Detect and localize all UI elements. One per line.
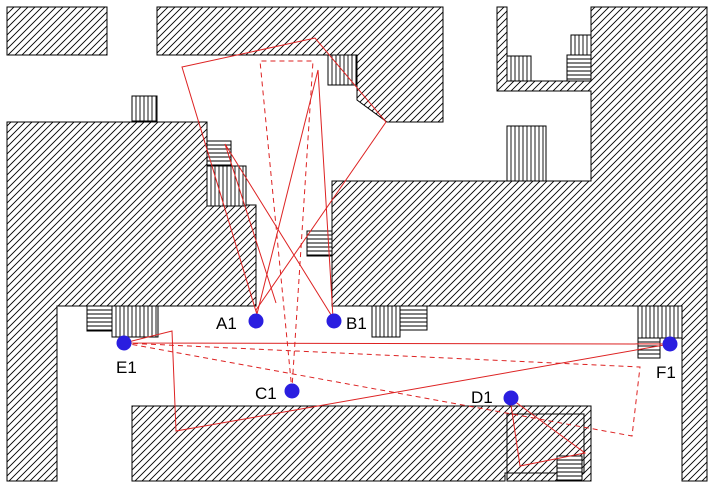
node-d1[interactable]: D1: [471, 388, 519, 407]
solid-route: [255, 69, 334, 319]
wall-block: [6, 6, 108, 56]
node-e1[interactable]: E1: [116, 335, 137, 378]
solid-route: [181, 37, 387, 319]
stairs-horizontal: [86, 54, 661, 482]
paths: [123, 37, 671, 467]
solid-route: [509, 396, 587, 467]
node-label: A1: [216, 314, 237, 333]
wall-block: [156, 6, 444, 123]
node-label: D1: [471, 388, 493, 407]
dashed-route: [259, 60, 314, 392]
solid-route: [123, 330, 671, 432]
node-f1[interactable]: F1: [656, 336, 678, 383]
node-a1[interactable]: A1: [216, 313, 264, 334]
node-label: B1: [346, 314, 367, 333]
solid-route: [224, 143, 334, 319]
wall-block: [331, 6, 708, 482]
node-c1[interactable]: C1: [255, 383, 300, 404]
node-label: E1: [116, 358, 137, 377]
wall-block: [131, 405, 592, 482]
node-label: C1: [255, 384, 277, 403]
node-b1[interactable]: B1: [326, 313, 367, 334]
walls: [6, 6, 708, 482]
dashed-route: [123, 342, 641, 437]
node-label: F1: [656, 363, 676, 382]
nodes: A1 B1 C1 D1 E1 F1: [116, 313, 678, 407]
